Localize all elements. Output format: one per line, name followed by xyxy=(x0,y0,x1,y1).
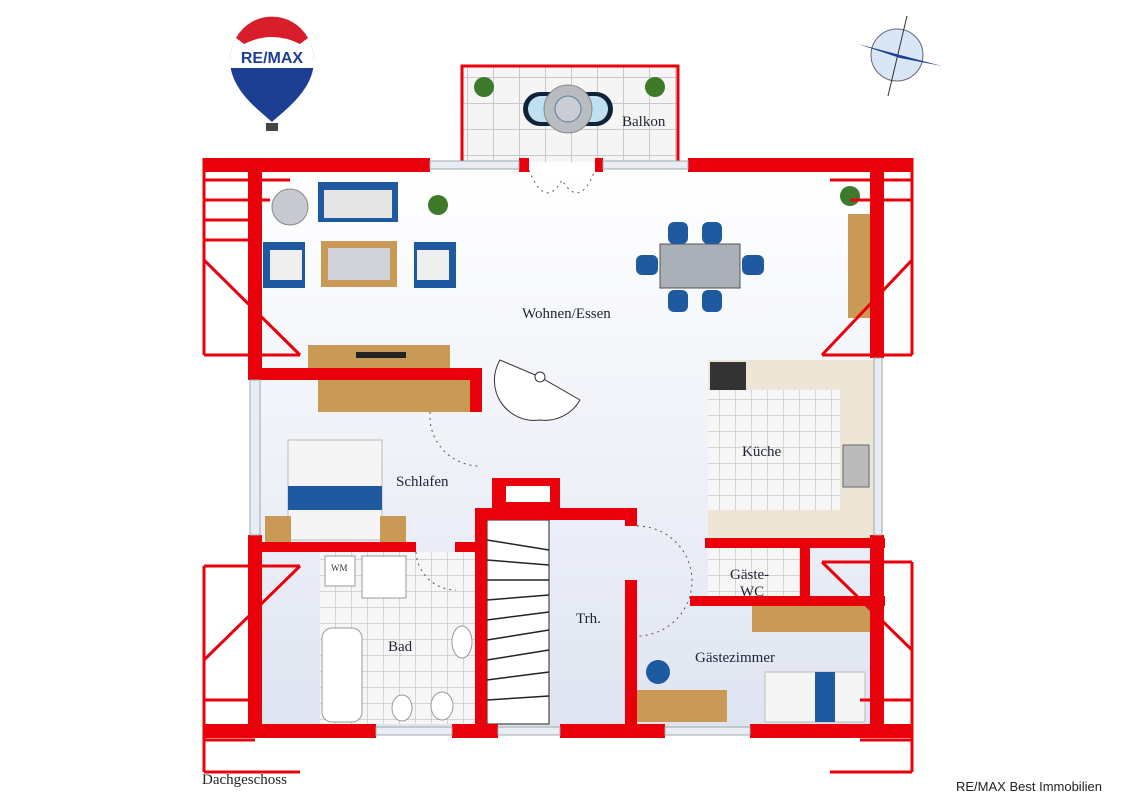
compass-icon xyxy=(858,15,942,97)
stove-icon xyxy=(710,362,746,390)
room-label-guest-wc-line2: WC xyxy=(740,584,764,600)
balcony xyxy=(460,64,680,162)
room-label-stairs: Trh. xyxy=(576,611,601,627)
room-label-guest-room: Gästezimmer xyxy=(695,650,775,666)
plant-icon xyxy=(840,186,860,206)
roof-slope-hatching xyxy=(202,158,914,774)
floor-label: Dachgeschoss xyxy=(202,772,287,788)
staircase xyxy=(486,519,550,725)
plant-icon xyxy=(645,77,665,97)
wc-floor xyxy=(708,548,802,596)
room-label-bath: Bad xyxy=(388,639,413,655)
room-label-guest-wc-line1: Gäste- xyxy=(730,567,769,583)
living-furniture xyxy=(263,182,870,421)
plant-icon xyxy=(428,195,448,215)
kitchen xyxy=(708,360,874,538)
plant-icon xyxy=(474,77,494,97)
windows xyxy=(249,160,883,736)
logo-text: RE/MAX xyxy=(241,50,304,67)
room-label-living: Wohnen/Essen xyxy=(522,306,611,322)
bedroom-furniture xyxy=(265,439,406,542)
guest-room-furniture xyxy=(637,604,872,723)
door-swings xyxy=(415,169,693,637)
bath-fixtures xyxy=(321,555,473,723)
room-label-balcony: Balkon xyxy=(622,114,666,130)
washer-label: WM xyxy=(331,563,348,573)
walls xyxy=(204,158,912,738)
agency-credit: RE/MAX Best Immobilien xyxy=(956,779,1102,794)
tv-icon xyxy=(356,352,406,358)
sink-icon xyxy=(842,444,870,488)
remax-balloon-logo: RE/MAX xyxy=(230,16,314,131)
room-label-bedroom: Schlafen xyxy=(396,474,449,490)
room-label-kitchen: Küche xyxy=(742,444,781,460)
